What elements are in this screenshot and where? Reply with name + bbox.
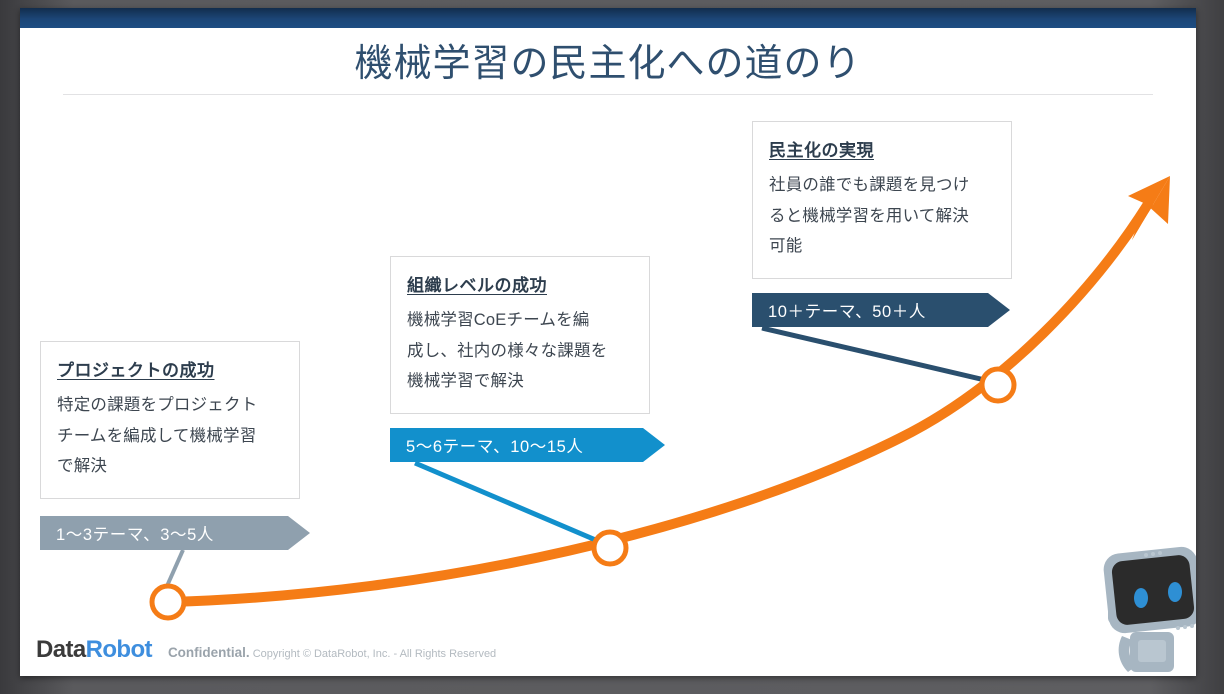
callout-body-line: 成し、社内の様々な課題を: [407, 341, 608, 360]
connector-line-stage-1: [165, 549, 185, 587]
badge-chevron-stage-3: 10＋テーマ、50＋人: [752, 293, 1010, 327]
callout-box-stage-1: プロジェクトの成功 特定の課題をプロジェクト チームを編成して機械学習 で解決: [40, 341, 300, 499]
robot-eye-right: [1168, 582, 1182, 602]
connector-line-stage-2: [414, 460, 599, 544]
badge-chevron-label-stage-3: 10＋テーマ、50＋人: [768, 303, 926, 321]
callout-box-stage-2: 組織レベルの成功 機械学習CoEチームを編 成し、社内の様々な課題を 機械学習で…: [390, 256, 650, 414]
growth-curve-arrowhead-2: [1132, 176, 1170, 240]
badge-chevron-stage-2: 5〜6テーマ、10〜15人: [390, 428, 665, 462]
callout-body-stage-2: 機械学習CoEチームを編 成し、社内の様々な課題を 機械学習で解決: [407, 305, 633, 397]
callout-box-stage-3: 民主化の実現 社員の誰でも課題を見つけ ると機械学習を用いて解決 可能: [752, 121, 1012, 279]
milestone-marker-1: [149, 583, 187, 621]
robot-mascot-icon: [1103, 546, 1196, 672]
growth-curve-diagram: [149, 176, 1170, 621]
logo-text-robot: Robot: [85, 636, 153, 663]
callout-body-stage-3: 社員の誰でも課題を見つけ ると機械学習を用いて解決 可能: [769, 170, 995, 262]
callout-body-line: チームを編成して機械学習: [57, 426, 257, 445]
callout-body-line: で解決: [57, 457, 108, 476]
logo-text-data: Data: [36, 636, 86, 663]
title-divider: [63, 94, 1153, 95]
confidential-label: Confidential.: [167, 645, 250, 660]
connector-line-stage-3: [761, 325, 986, 383]
callout-body-line: 機械学習で解決: [407, 372, 524, 391]
slide-footer: DataRobot Confidential. Copyright © Data…: [36, 636, 496, 664]
callout-heading-stage-2: 組織レベルの成功: [407, 276, 547, 295]
datarobot-logo: DataRobot: [36, 636, 153, 664]
badge-chevron-stage-1: 1〜3テーマ、3〜5人: [40, 516, 310, 550]
presentation-slide: 機械学習の民主化への道のり プロジェクトの成功 特定の課題をプロジェクト チーム…: [20, 8, 1196, 676]
callout-body-line: ると機械学習を用いて解決: [769, 206, 969, 225]
growth-curve-path: [165, 199, 1153, 607]
badge-chevron-label-stage-2: 5〜6テーマ、10〜15人: [406, 438, 584, 456]
callout-heading-stage-1: プロジェクトの成功: [57, 361, 215, 380]
robot-head: [1103, 546, 1196, 634]
callout-body-line: 社員の誰でも課題を見つけ: [769, 176, 970, 194]
slide-title: 機械学習の民主化への道のり: [354, 43, 862, 85]
callout-heading-stage-3: 民主化の実現: [769, 141, 874, 160]
callout-body-line: 可能: [769, 237, 803, 256]
slide-top-band: [20, 8, 1196, 28]
milestone-marker-3: [979, 366, 1017, 404]
callout-body-line: 機械学習CoEチームを編: [407, 311, 590, 329]
copyright-text: Copyright © DataRobot, Inc. - All Rights…: [252, 648, 497, 660]
badge-chevron-label-stage-1: 1〜3テーマ、3〜5人: [56, 526, 214, 544]
milestone-marker-2: [591, 529, 629, 567]
callout-body-line: 特定の課題をプロジェクト: [57, 396, 258, 414]
robot-eye-left: [1134, 588, 1148, 608]
callout-body-stage-1: 特定の課題をプロジェクト チームを編成して機械学習 で解決: [57, 390, 283, 482]
